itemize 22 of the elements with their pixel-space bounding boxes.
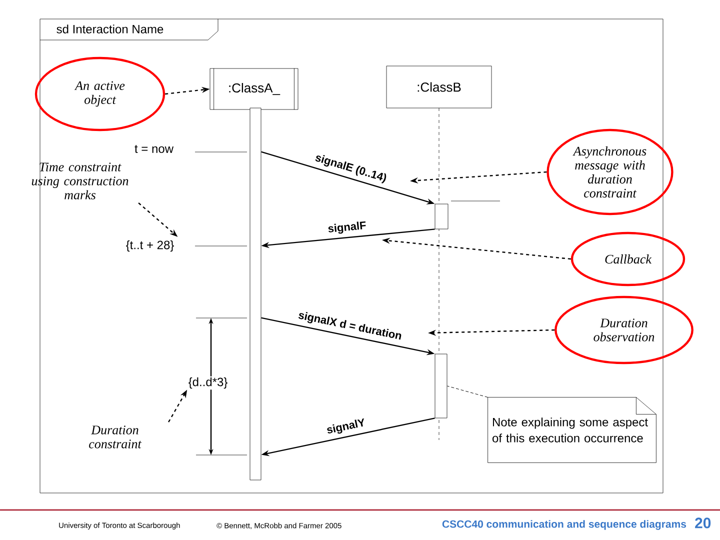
activation-bar	[434, 204, 448, 230]
footer-title: CSCC40 communication and sequence diagrams	[442, 520, 686, 530]
annotation: Duration observation	[554, 296, 694, 364]
object-box: :ClassA_	[210, 68, 298, 110]
edge-label: signalF	[328, 221, 366, 234]
constraint-text: t = now	[134, 145, 174, 153]
note: Note explaining some aspect of this execution occurrence	[488, 397, 656, 463]
activation-bar	[250, 108, 262, 480]
edge-label: signalX d = duration	[298, 312, 402, 340]
annotation: Asynchronous message with duration constraint	[546, 128, 674, 216]
object-box: :ClassB	[386, 66, 492, 108]
constraint-text: {t..t + 28}	[126, 240, 174, 252]
annotation: Time constraint using construction marks	[32, 162, 128, 200]
edge-label: signalY	[327, 418, 364, 434]
annotation: An active object	[34, 56, 166, 132]
page-number: 20	[695, 518, 711, 528]
activation-bar	[434, 354, 448, 418]
leader-line	[446, 386, 488, 398]
edge-label: signalE (0..14)	[315, 154, 386, 184]
annotation: Callback	[570, 232, 686, 286]
annotation: Duration constraint	[89, 426, 142, 448]
constraint-text: {d..d*3}	[187, 376, 229, 390]
